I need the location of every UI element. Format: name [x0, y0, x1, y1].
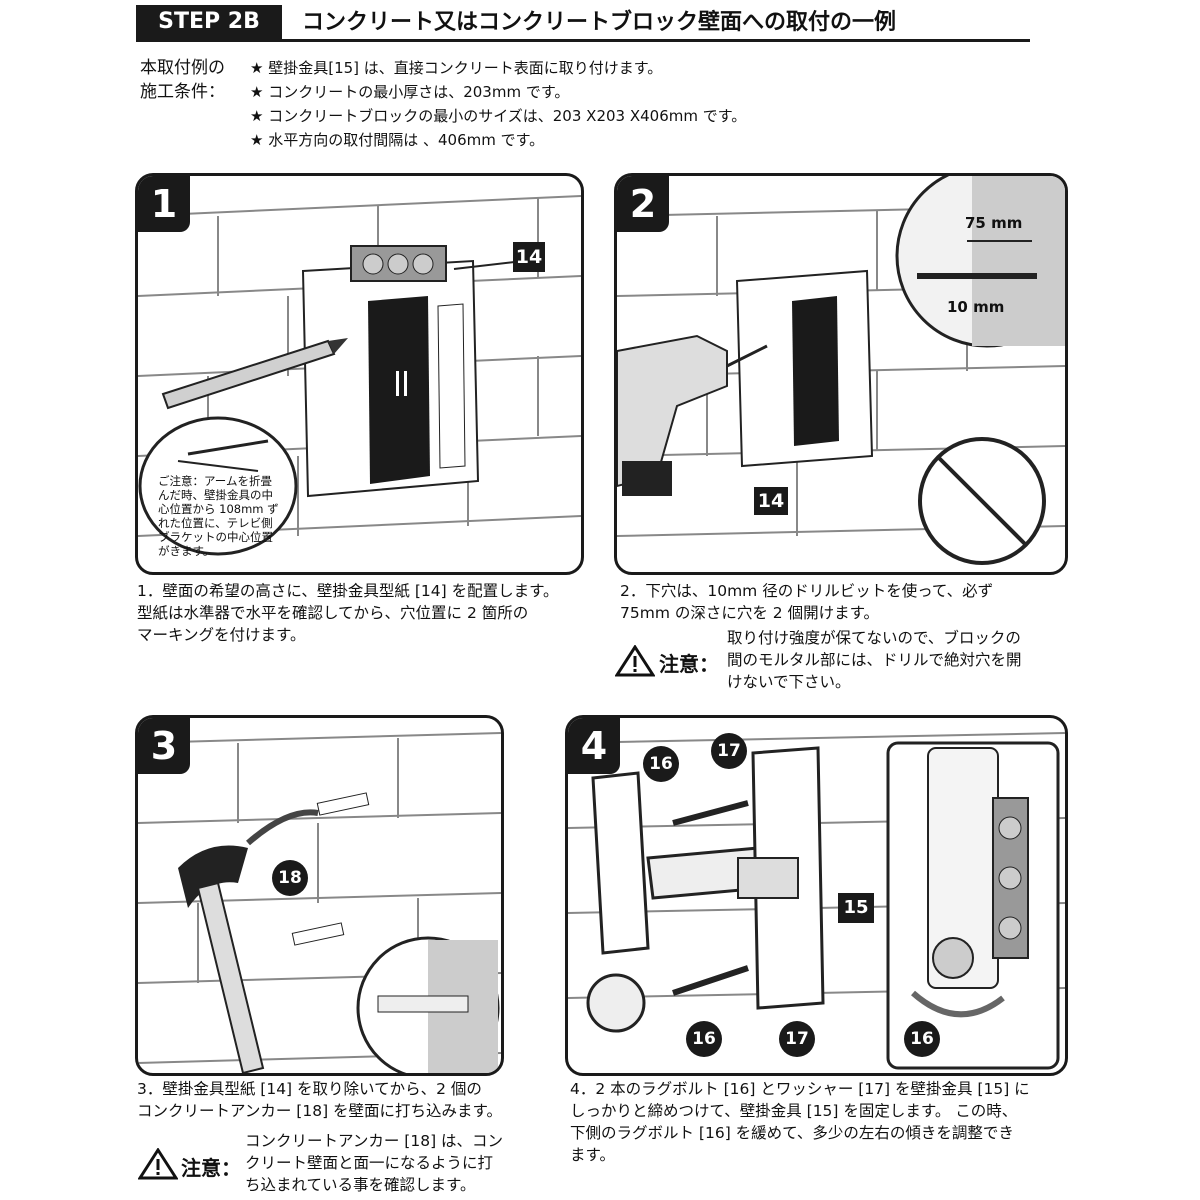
warning-line: ち込まれている事を確認します。 [245, 1176, 476, 1194]
part-label-16: 16 [904, 1021, 940, 1057]
part-label-15: 15 [838, 893, 874, 923]
note-line: れた位置に、テレビ側 [158, 516, 273, 530]
step-1-panel: 1 14 ご注意：アームを折畳 んだ時、壁掛金具の中 心位置から 108mm ず… [135, 173, 584, 575]
caption-line: 1．壁面の希望の高さに、壁掛金具型紙 [14] を配置します。 [137, 582, 559, 600]
conditions-label-2: 施工条件： [140, 82, 225, 102]
step-2-caption: 2．下穴は、10mm 径のドリルビットを使って、必ず 75mm の深さに穴を 2… [620, 580, 1070, 624]
warning-line: 取り付け強度が保てないので、ブロックの [727, 629, 1021, 647]
page-title: コンクリート又はコンクリートブロック壁面への取付の一例 [302, 10, 897, 35]
step-4-number: 4 [568, 718, 620, 774]
step-2-warning: 取り付け強度が保てないので、ブロックの 間のモルタル部には、ドリルで絶対穴を開 … [727, 627, 1067, 693]
note-line: 心位置から 108mm ず [158, 502, 279, 516]
conditions-label-1: 本取付例の [140, 58, 225, 78]
condition-item: ★ コンクリートブロックの最小のサイズは、203 X203 X406mm です。 [250, 107, 747, 125]
condition-item: ★ 水平方向の取付間隔は 、406mm です。 [250, 131, 545, 149]
note-line: んだ時、壁掛金具の中 [158, 488, 273, 502]
step-2-number: 2 [617, 176, 669, 232]
caption-line: コンクリートアンカー [18] を壁面に打ち込みます。 [137, 1102, 503, 1120]
caption-line: 2．下穴は、10mm 径のドリルビットを使って、必ず [620, 582, 994, 600]
drill-bit-label: 10 mm [947, 298, 1005, 316]
warning-line: 間のモルタル部には、ドリルで絶対穴を開 [727, 651, 1022, 669]
step-4-caption: 4．2 本のラグボルト [16] とワッシャー [17] を壁掛金具 [15] … [570, 1078, 1070, 1166]
note-line: ご注意：アームを折畳 [158, 474, 272, 488]
warning-line: コンクリートアンカー [18] は、コン [245, 1132, 504, 1150]
part-label-14: 14 [754, 487, 788, 515]
warning-label: 注意： [181, 1156, 241, 1180]
step-1-number: 1 [138, 176, 190, 232]
step-3-number: 3 [138, 718, 190, 774]
note-line: がきます。 [158, 544, 215, 558]
step-2-panel: 2 75 mm 10 mm 14 [614, 173, 1068, 575]
warning-icon [615, 645, 655, 677]
step-badge: STEP 2B [136, 5, 282, 39]
part-label-14: 14 [513, 242, 545, 272]
condition-item: ★ 壁掛金具[15] は、直接コンクリート表面に取り付けます。 [250, 59, 663, 77]
caption-line: 型紙は水準器で水平を確認してから、穴位置に 2 箇所の [137, 604, 529, 622]
part-label-18: 18 [272, 860, 308, 896]
part-label-17: 17 [711, 733, 747, 769]
hole-depth-label: 75 mm [965, 214, 1023, 232]
caption-line: 75mm の深さに穴を 2 個開けます。 [620, 604, 880, 622]
caption-line: ます。 [570, 1146, 615, 1164]
warning-label: 注意： [659, 652, 719, 676]
step-4-illustration [568, 732, 1065, 1070]
step-3-illustration [138, 732, 501, 1073]
caption-line: 4．2 本のラグボルト [16] とワッシャー [17] を壁掛金具 [15] … [570, 1080, 1030, 1098]
warning-line: クリート壁面と面一になるように打 [245, 1154, 494, 1172]
header-rule [136, 39, 1030, 42]
condition-item: ★ コンクリートの最小厚さは、203mm です。 [250, 83, 570, 101]
step-3-warning: コンクリートアンカー [18] は、コン クリート壁面と面一になるように打 ち込… [245, 1130, 545, 1196]
step-3-caption: 3．壁掛金具型紙 [14] を取り除いてから、2 個の コンクリートアンカー [… [137, 1078, 517, 1122]
part-label-17: 17 [779, 1021, 815, 1057]
warning-line: けないで下さい。 [727, 673, 851, 691]
folded-arm-note: ご注意：アームを折畳 んだ時、壁掛金具の中 心位置から 108mm ず れた位置… [158, 474, 288, 558]
caption-line: マーキングを付けます。 [137, 626, 306, 644]
step-3-panel: 3 18 [135, 715, 504, 1076]
step-4-panel: 4 16 17 15 16 17 16 [565, 715, 1068, 1076]
caption-line: 3．壁掛金具型紙 [14] を取り除いてから、2 個の [137, 1080, 482, 1098]
part-label-16: 16 [643, 746, 679, 782]
part-label-16: 16 [686, 1021, 722, 1057]
warning-icon [138, 1148, 178, 1180]
caption-line: しっかりと締めつけて、壁掛金具 [15] を固定します。 この時、 [570, 1102, 1018, 1120]
step-1-caption: 1．壁面の希望の高さに、壁掛金具型紙 [14] を配置します。 型紙は水準器で水… [137, 580, 582, 646]
step-1-illustration [138, 195, 581, 556]
note-line: ブラケットの中心位置 [158, 530, 273, 544]
step-2-illustration [617, 176, 1065, 565]
caption-line: 下側のラグボルト [16] を緩めて、多少の左右の傾きを調整でき [570, 1124, 1014, 1142]
